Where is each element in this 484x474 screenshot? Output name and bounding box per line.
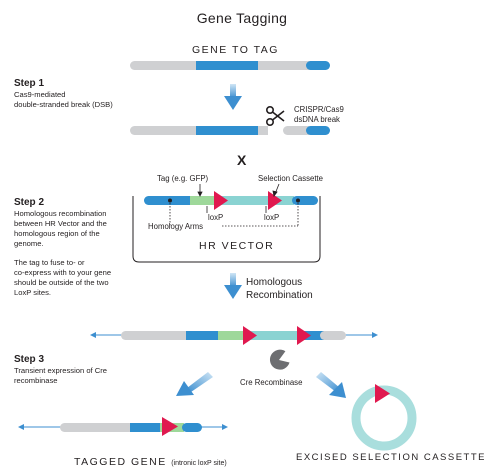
loxp-triangle bbox=[214, 191, 228, 210]
page-title: Gene Tagging bbox=[196, 10, 288, 26]
step2-note-line: co-express with to your gene bbox=[14, 268, 112, 277]
broken-dna-bar bbox=[130, 126, 330, 135]
step3-heading: Step 3 bbox=[14, 354, 45, 365]
cre-recombinase-label: Cre Recombinase bbox=[240, 378, 303, 387]
tagged-gene-note: (intronic loxP site) bbox=[171, 460, 227, 467]
step1-desc-line1: Cas9-mediated bbox=[14, 90, 66, 99]
selection-cassette-label: Selection Cassette bbox=[258, 174, 324, 183]
step1-desc-line2: double-stranded break (DSB) bbox=[14, 100, 113, 109]
step2-desc-line: between HR Vector and the bbox=[14, 219, 107, 228]
step3-desc-line1: Transient expression of Cre bbox=[14, 366, 107, 375]
tagged-gene-caption: TAGGED GENE (intronic loxP site) bbox=[74, 452, 227, 470]
hr-vector-label: HR VECTOR bbox=[199, 240, 275, 252]
excised-cassette-ring bbox=[351, 384, 417, 451]
cross-mark: X bbox=[237, 152, 247, 168]
pointer-lines bbox=[169, 183, 299, 227]
step2-note-line: should be outside of the two bbox=[14, 278, 109, 287]
step2-note-line: LoxP sites. bbox=[14, 288, 52, 297]
scissors-icon bbox=[265, 106, 285, 127]
down-arrow-icon bbox=[224, 84, 242, 110]
hr-vector-construct bbox=[144, 191, 318, 210]
recombined-dna-bar bbox=[90, 326, 378, 345]
loxp-triangle bbox=[268, 191, 282, 210]
step2-heading: Step 2 bbox=[14, 197, 45, 208]
step2-desc-line: genome. bbox=[14, 239, 44, 248]
diagonal-arrow-right-icon bbox=[316, 372, 346, 398]
crispr-label-line1: CRISPR/Cas9 bbox=[294, 105, 344, 114]
step2-desc-line: Homologous recombination bbox=[14, 209, 107, 218]
homology-arms-label: Homology Arms bbox=[148, 222, 204, 231]
hr-vector-box bbox=[132, 196, 321, 263]
diagonal-arrow-left-icon bbox=[176, 372, 213, 396]
loxp-label-2: loxP bbox=[264, 213, 280, 222]
tag-label: Tag (e.g. GFP) bbox=[157, 174, 209, 183]
step2-note-line: The tag to fuse to- or bbox=[14, 258, 85, 267]
tagged-gene-bar bbox=[18, 417, 228, 436]
step3-desc-line2: recombinase bbox=[14, 376, 58, 385]
excised-cassette-label: EXCISED SELECTION CASSETTE bbox=[296, 452, 484, 463]
tagged-gene-label: TAGGED GENE bbox=[74, 456, 167, 468]
crispr-label-line2: dsDNA break bbox=[294, 115, 340, 124]
gene-to-tag-label: GENE TO TAG bbox=[192, 44, 279, 56]
cre-recombinase-icon bbox=[269, 349, 290, 370]
loxp-label-1: loxP bbox=[208, 213, 224, 222]
step2-desc-line: homologous region of the bbox=[14, 229, 100, 238]
homologous-recombination-line2: Recombination bbox=[246, 290, 313, 301]
gene-to-tag-bar bbox=[130, 61, 330, 70]
down-arrow-icon bbox=[224, 273, 242, 299]
step1-heading: Step 1 bbox=[14, 78, 45, 89]
homologous-recombination-line1: Homologous bbox=[246, 277, 303, 288]
